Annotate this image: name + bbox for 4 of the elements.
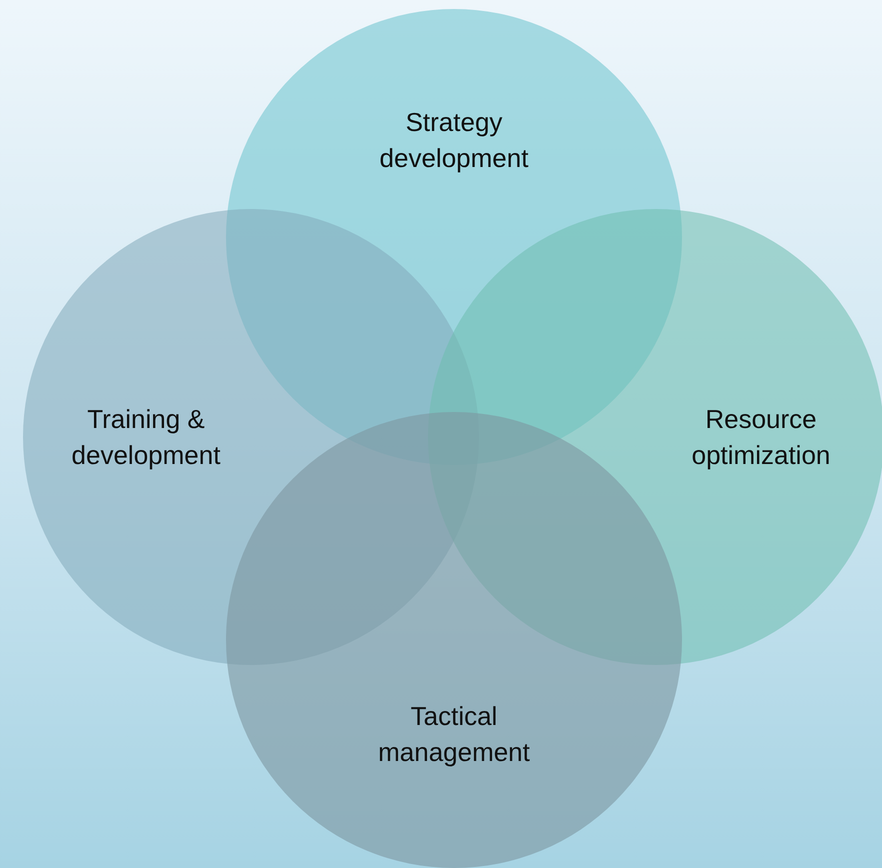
- circle-label: Strategy development: [378, 106, 530, 175]
- circle-label: Training & development: [70, 403, 222, 472]
- circle-label: Tactical management: [377, 700, 531, 769]
- circle-label: Resource optimization: [690, 403, 832, 472]
